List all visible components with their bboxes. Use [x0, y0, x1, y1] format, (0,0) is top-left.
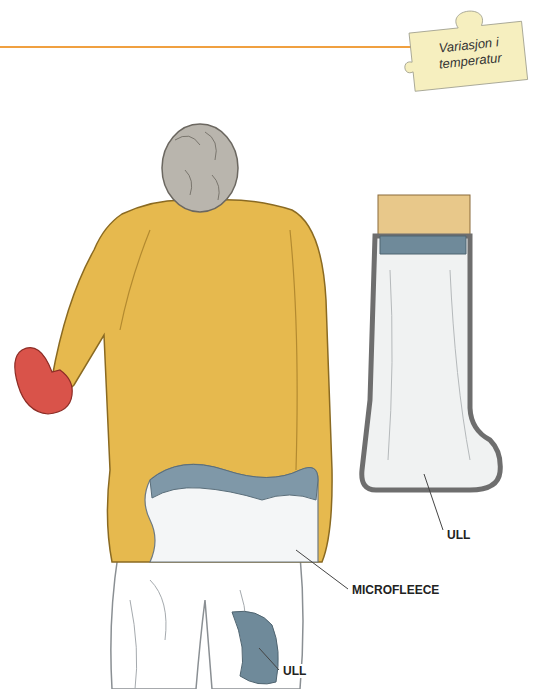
- hair-strands: [175, 132, 219, 200]
- wool-layer-legs: [232, 611, 278, 684]
- leader-line: [296, 550, 348, 589]
- material-label: ULL: [282, 664, 307, 678]
- jacket: [52, 200, 332, 562]
- microfleece-band: [150, 464, 318, 500]
- sock-outline: [388, 270, 470, 460]
- microfleece-layer: [145, 464, 318, 562]
- trouser-folds: [130, 580, 247, 689]
- layer-label: MICROFLEECE: [351, 583, 440, 597]
- puzzle-piece: Variasjon i temperatur: [394, 3, 531, 94]
- leader-line: [424, 474, 443, 530]
- jacket-folds: [120, 230, 297, 470]
- puzzle-outline: [400, 6, 528, 92]
- red-mitten: [15, 348, 72, 414]
- wool-sock-band: [380, 236, 466, 254]
- head-hair: [162, 124, 238, 212]
- trousers: [111, 555, 303, 689]
- leader-line: [259, 648, 279, 670]
- header-rule: [0, 46, 420, 48]
- leg-top: [378, 195, 470, 235]
- rubber-boot: [362, 236, 501, 490]
- material-label: ULL: [446, 528, 471, 542]
